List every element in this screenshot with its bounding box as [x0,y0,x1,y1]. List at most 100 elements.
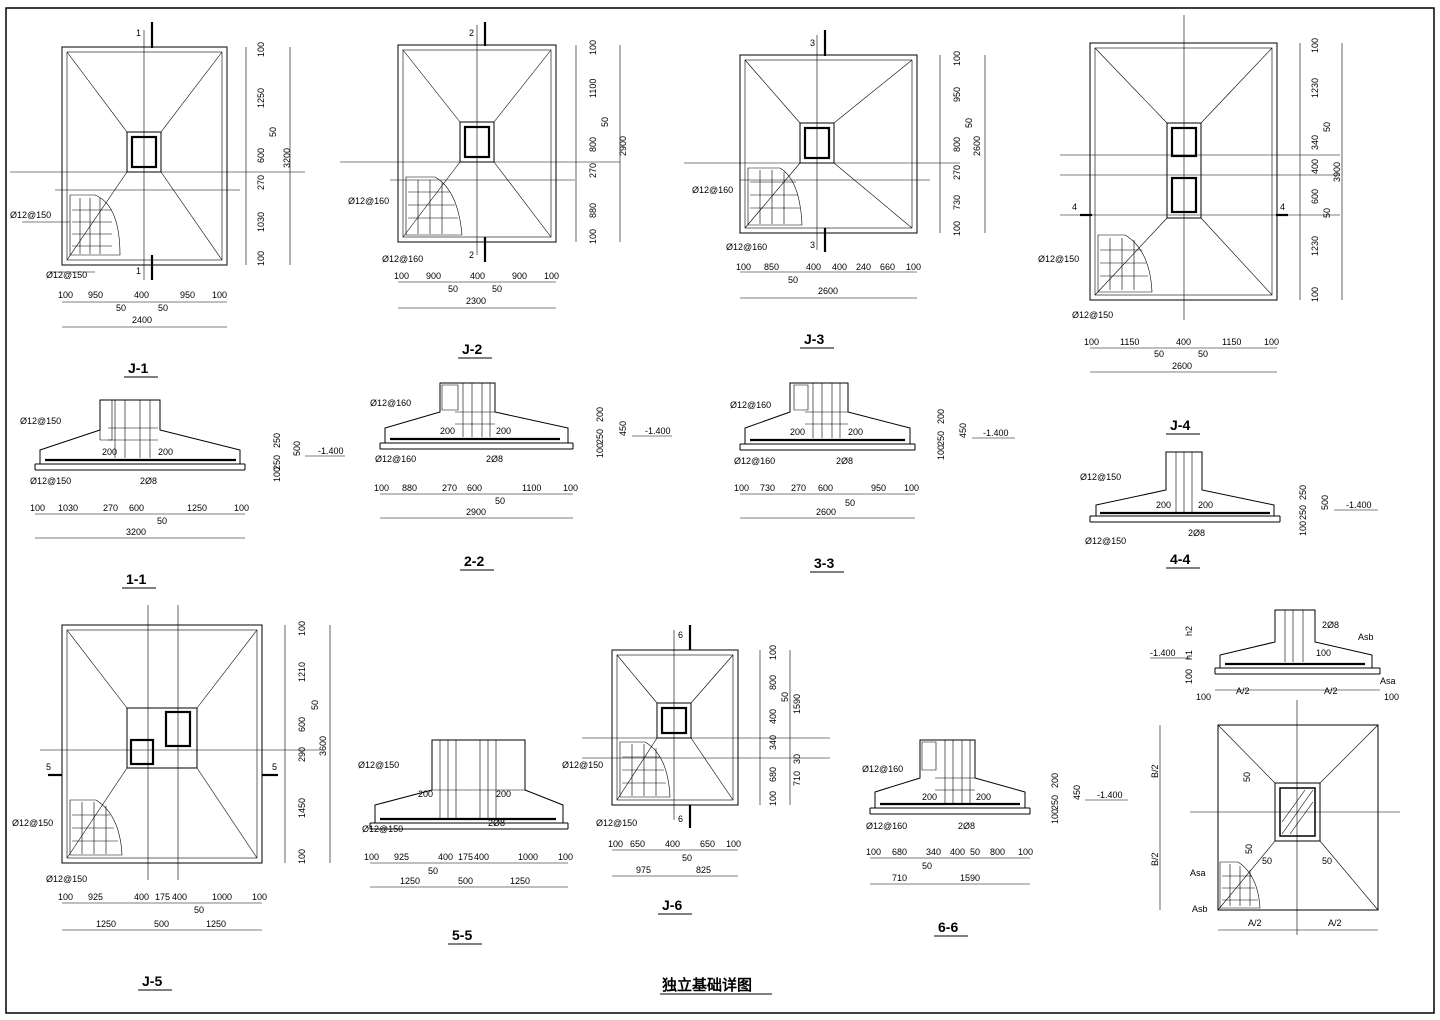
dim-label: 50 [268,127,278,137]
dim-total: 1250 [96,919,116,929]
section-mark-3-top: 3 [810,38,815,48]
section-label-4-4: 4-4 [1170,551,1190,567]
elevation-label: -1.400 [1097,790,1123,800]
dim-label: 50 [1244,844,1254,854]
dim-label: 175 [458,852,473,862]
dim-label: 880 [588,203,598,218]
dim-label: 100 [58,892,73,902]
dim-label: 200 [595,407,605,422]
dim-label: 50 [1154,349,1164,359]
dim-label: B/2 [1150,852,1160,866]
dim-total: 2600 [816,507,836,517]
dim-label: 200 [440,426,455,436]
dim-label: 730 [760,483,775,493]
dim-label: 100 [1298,521,1308,536]
dim-label: 660 [880,262,895,272]
elevation-label: -1.400 [1346,500,1372,510]
dim-label: 50 [970,847,980,857]
dim-label: 50 [845,498,855,508]
dim-label: 450 [1072,785,1082,800]
dim-label: 900 [512,271,527,281]
elevation-label: -1.400 [1150,648,1176,658]
rebar-label: Ø12@150 [1038,254,1079,264]
dim-total: 1250 [206,919,226,929]
dim-label: 925 [88,892,103,902]
dim-label: 100 [608,839,623,849]
dim-label: 100 [736,262,751,272]
dim-label: 450 [618,421,628,436]
rebar-label: Ø12@150 [562,760,603,770]
dim-label: 100 [272,467,282,482]
dim-label: 400 [665,839,680,849]
section-mark-3-bottom: 3 [810,240,815,250]
rebar-label: 2Ø8 [1188,528,1205,538]
dim-label: 200 [1050,773,1060,788]
dim-label: 200 [848,427,863,437]
dim-label: h2 [1184,626,1194,636]
plan-j5: 5 5 Ø12@150 Ø12@150 100 925 400 175 400 … [12,605,331,991]
section-2-2: Ø12@160 Ø12@160 2Ø8 200 200 200 250 100 … [370,382,672,571]
dim-label: A/2 [1236,686,1250,696]
dim-label: 880 [402,483,417,493]
dim-total: 710 [792,771,802,786]
rebar-label: Ø12@150 [46,270,87,280]
dim-label: 100 [30,503,45,513]
dim-label: 50 [158,303,168,313]
dim-total: 500 [154,919,169,929]
section-label-5-5: 5-5 [452,927,472,943]
dim-total: 825 [696,865,711,875]
dim-label: 100 [58,290,73,300]
plan-j3: 3 3 Ø12@160 Ø12@160 100 850 400 400 240 … [684,30,986,349]
dim-label: A/2 [1324,686,1338,696]
dim-label: 680 [768,767,778,782]
dim-label: 270 [442,483,457,493]
dim-label: 450 [958,423,968,438]
section-5-5: Ø12@150 Ø12@150 2Ø8 200 200 100 925 400 … [358,739,573,945]
dim-label: 100 [1310,287,1320,302]
rebar-label: Ø12@150 [362,824,403,834]
section-label-6-6: 6-6 [938,919,958,935]
dim-label: 100 [563,483,578,493]
dim-label: 1030 [58,503,78,513]
rebar-label: Ø12@160 [692,185,733,195]
dim-label: 100 [726,839,741,849]
dim-label: 100 [252,892,267,902]
dim-label: 600 [1310,189,1320,204]
rebar-label: Ø12@150 [46,874,87,884]
section-mark-4-right: 4 [1280,202,1285,212]
dim-total: 1250 [510,876,530,886]
rebar-label: Asb [1358,632,1374,642]
dim-label: 270 [791,483,806,493]
rebar-label: Ø12@160 [382,254,423,264]
dim-label: 1150 [1120,337,1139,347]
dim-label: 250 [272,433,282,448]
plan-label-j2: J-2 [462,341,482,357]
dim-label: 340 [926,847,941,857]
plan-j1: 1 1 Ø12@150 Ø12@150 100 950 400 950 100 … [10,22,305,378]
dim-label: 100 [234,503,249,513]
dim-label: 200 [102,447,117,457]
section-label-1-1: 1-1 [126,571,146,587]
dim-label: 200 [158,447,173,457]
section-mark-6-bottom: 6 [678,814,683,824]
dim-label: 500 [292,441,302,456]
dim-label: 400 [172,892,187,902]
dim-label: A/2 [1328,918,1342,928]
dim-label: 100 [952,221,962,236]
section-label-3-3: 3-3 [814,555,834,571]
dim-label: 100 [595,443,605,458]
rebar-label: Asa [1190,868,1206,878]
dim-total: 2900 [618,136,628,156]
section-mark-5-right: 5 [272,762,277,772]
dim-label: 100 [1310,38,1320,53]
dim-label: 1230 [1310,236,1320,256]
rebar-label: 2Ø8 [488,818,505,828]
rebar-label: Ø12@160 [375,454,416,464]
dim-label: 200 [922,792,937,802]
dim-total: 975 [636,865,651,875]
dim-label: 950 [88,290,103,300]
dim-label: 270 [952,165,962,180]
dim-label: 100 [1084,337,1099,347]
dim-label: 50 [492,284,502,294]
rebar-label: Asb [1192,904,1208,914]
